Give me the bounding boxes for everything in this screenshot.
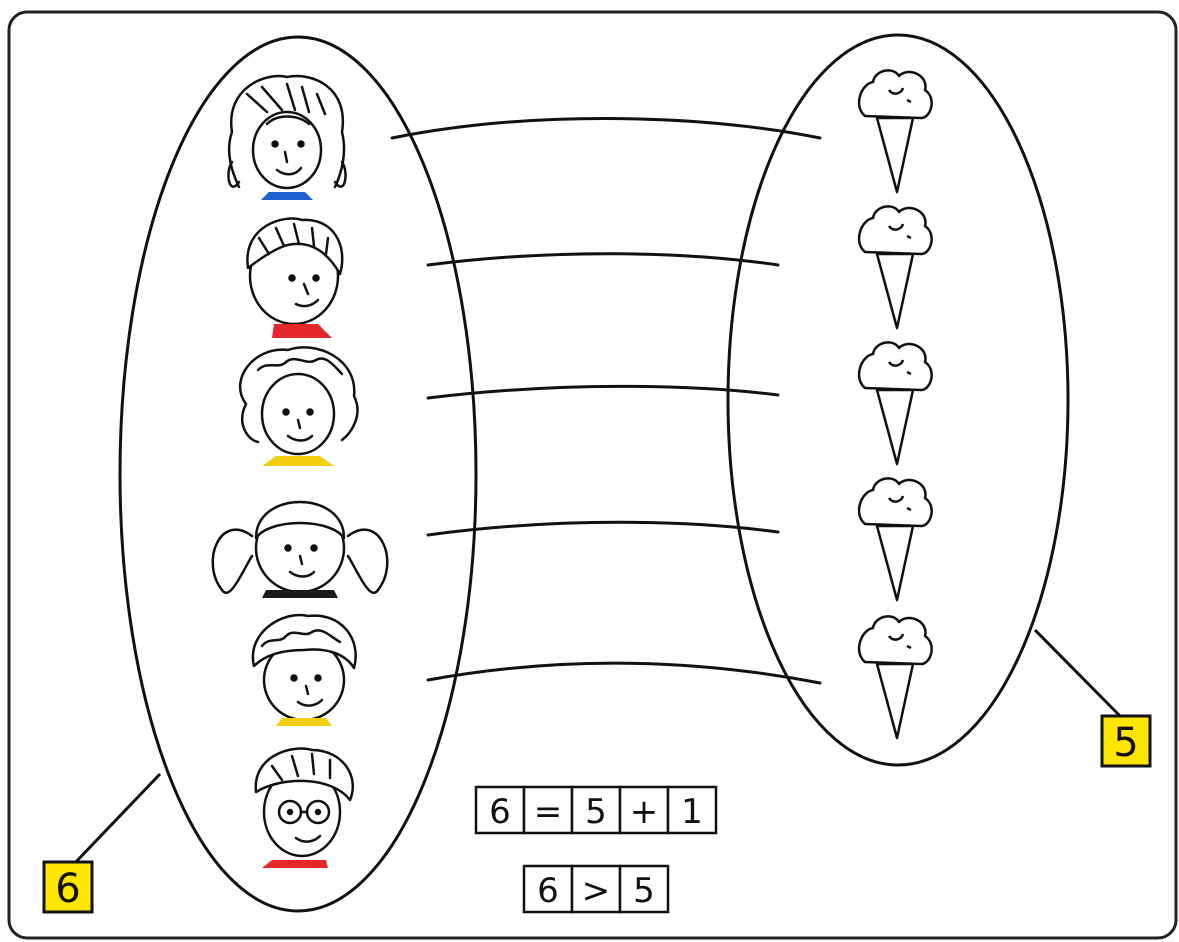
equation-cell-1: 6 [489,792,511,832]
ice-cream-group [859,70,932,738]
ice-cream-cone-icon [859,616,932,738]
child-4-shirt [262,590,338,598]
child-3-shirt [262,456,334,466]
ice-cream-cone-icon [859,342,932,464]
match-line-4 [428,522,778,535]
left-label-connector [72,774,160,866]
left-count-label: 6 [44,862,92,912]
child-6-shirt [262,860,328,868]
child-2-shirt [272,324,332,338]
children-group [213,76,388,868]
child-1-shirt [261,192,313,200]
match-line-1 [392,119,820,139]
equation-cell-2: = [534,792,563,832]
equation-cell-5: 1 [681,792,703,832]
child-face-5 [253,615,356,726]
ice-cream-cone-icon [859,70,932,192]
child-face-2 [247,219,342,338]
comparison-cell-3: 5 [633,871,655,911]
child-face-4 [213,502,388,598]
equation-cell-4: + [630,792,659,832]
right-count-label: 5 [1102,716,1150,766]
child-face-6 [256,749,353,868]
ice-cream-cone-icon [859,206,932,328]
right-count-text: 5 [1113,720,1138,766]
child-face-1 [228,76,345,200]
child-face-3 [240,347,357,466]
comparison-text: 6 > 5 [537,871,655,911]
comparison-cell-1: 6 [537,871,559,911]
match-line-3 [428,386,778,398]
comparison-cell-2: > [582,871,611,911]
left-count-text: 6 [55,866,80,912]
right-label-connector [1035,630,1122,718]
child-5-shirt [276,718,332,726]
match-line-2 [428,254,778,265]
match-line-5 [428,663,820,683]
equation-cell-3: 5 [585,792,607,832]
ice-cream-cone-icon [859,478,932,600]
